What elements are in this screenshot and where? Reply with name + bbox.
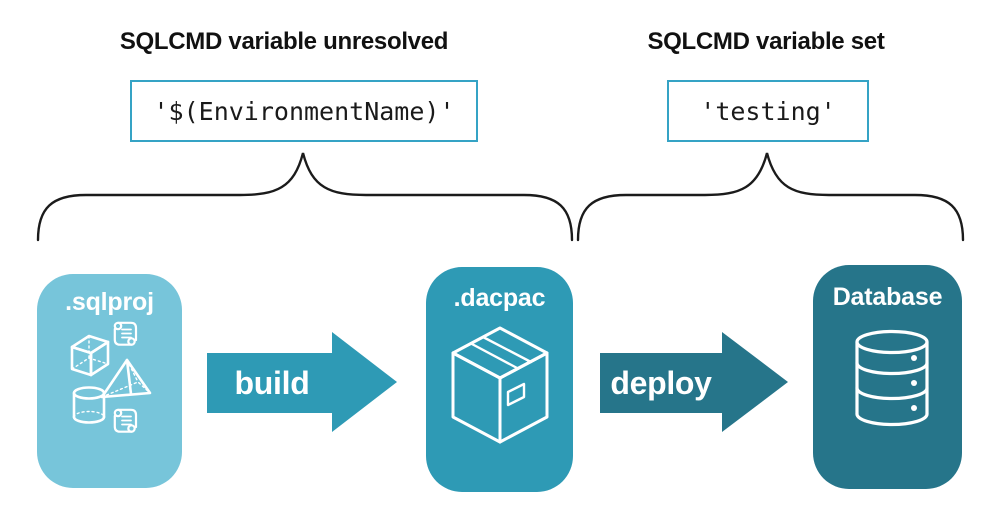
sqlproj-node: .sqlproj	[37, 274, 182, 488]
deploy-arrow-label: deploy	[610, 364, 712, 401]
database-node: Database	[813, 265, 962, 489]
deploy-arrow-shape	[600, 332, 788, 432]
dacpac-label: .dacpac	[453, 284, 546, 312]
database-icon	[855, 329, 929, 427]
heading-sqlcmd-unresolved: SQLCMD variable unresolved	[119, 28, 449, 55]
package-icon	[451, 326, 549, 444]
code-text-testing-value: 'testing'	[700, 96, 836, 126]
curly-braces	[36, 152, 965, 242]
sqlproj-label: .sqlproj	[65, 288, 154, 316]
code-text-environment-variable: '$(EnvironmentName)'	[153, 96, 455, 126]
right-brace-shape	[576, 152, 965, 242]
code-box-environment-variable: '$(EnvironmentName)'	[130, 80, 478, 142]
sql-objects-icon	[70, 321, 152, 433]
heading-sqlcmd-set: SQLCMD variable set	[647, 28, 885, 55]
left-brace-shape	[36, 152, 574, 242]
build-arrow-shape	[207, 332, 397, 432]
database-label: Database	[832, 283, 943, 311]
code-box-testing-value: 'testing'	[667, 80, 869, 142]
build-arrow-label: build	[234, 364, 310, 401]
